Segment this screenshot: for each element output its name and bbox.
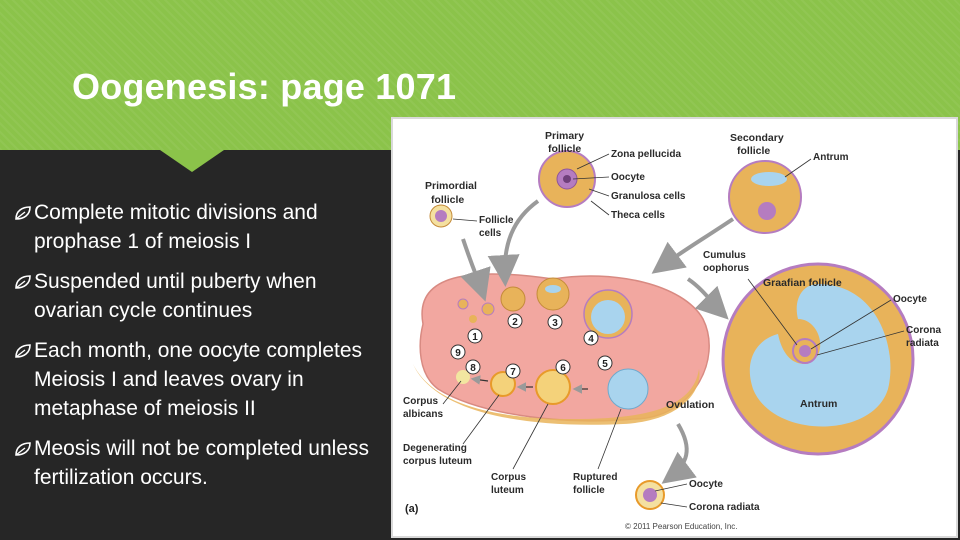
bullet-text: Meosis will not be completed unless fert… xyxy=(34,437,369,489)
svg-text:follicle: follicle xyxy=(548,143,581,155)
secondary-follicle xyxy=(728,160,802,234)
svg-text:Corona radiata: Corona radiata xyxy=(689,502,760,513)
svg-text:(a): (a) xyxy=(405,503,419,515)
small-follicle xyxy=(457,298,469,310)
svg-text:Oocyte: Oocyte xyxy=(611,172,645,183)
svg-text:follicle: follicle xyxy=(573,485,605,496)
svg-text:Corpus: Corpus xyxy=(491,472,526,483)
bullet-text: Suspended until puberty when ovarian cyc… xyxy=(34,270,317,322)
svg-text:Secondary: Secondary xyxy=(730,132,784,144)
leaf-icon xyxy=(15,206,31,220)
bullet-item: Suspended until puberty when ovarian cyc… xyxy=(14,267,384,325)
svg-text:Antrum: Antrum xyxy=(800,398,837,410)
svg-text:2: 2 xyxy=(512,317,518,328)
slide-title: Oogenesis: page 1071 xyxy=(72,66,457,107)
stage-number: 9 xyxy=(450,344,466,360)
svg-text:Primary: Primary xyxy=(545,130,584,142)
bullet-text: Each month, one oocyte completes Meiosis… xyxy=(34,339,363,420)
secondary-follicle-in-ovary xyxy=(536,277,570,311)
svg-text:oophorus: oophorus xyxy=(703,263,750,274)
small-follicle xyxy=(481,302,495,316)
small-follicle xyxy=(469,315,477,323)
svg-text:Graafian follicle: Graafian follicle xyxy=(763,277,842,289)
bullet-text: Complete mitotic divisions and prophase … xyxy=(34,201,318,253)
leaf-icon xyxy=(15,344,31,358)
ruptured-follicle-in-ovary xyxy=(607,368,649,410)
svg-text:Cumulus: Cumulus xyxy=(703,250,746,261)
stage-number: 7 xyxy=(505,363,521,379)
bullet-item: Each month, one oocyte completes Meiosis… xyxy=(14,336,384,423)
stage-number: 1 xyxy=(467,328,483,344)
svg-text:Theca cells: Theca cells xyxy=(611,210,665,221)
svg-text:Granulosa cells: Granulosa cells xyxy=(611,191,686,202)
svg-text:Oocyte: Oocyte xyxy=(689,479,723,490)
stage-number: 3 xyxy=(547,314,563,330)
stage-number: 8 xyxy=(465,359,481,375)
svg-text:corpus luteum: corpus luteum xyxy=(403,456,472,467)
bullet-item: Complete mitotic divisions and prophase … xyxy=(14,198,384,256)
svg-text:Primordial: Primordial xyxy=(425,180,477,192)
stage-number: 6 xyxy=(555,359,571,375)
svg-text:1: 1 xyxy=(472,332,478,343)
svg-text:Corona: Corona xyxy=(906,325,941,336)
corpus-luteum-in-ovary xyxy=(535,369,571,405)
bullet-list: Complete mitotic divisions and prophase … xyxy=(14,198,384,503)
header-notch xyxy=(160,150,224,172)
leaf-icon xyxy=(15,275,31,289)
svg-text:Oocyte: Oocyte xyxy=(893,294,927,305)
svg-text:follicle: follicle xyxy=(431,194,464,206)
stage-number: 4 xyxy=(583,330,599,346)
leaf-icon xyxy=(15,442,31,456)
svg-text:follicle: follicle xyxy=(737,145,770,157)
svg-text:luteum: luteum xyxy=(491,485,524,496)
svg-text:Corpus: Corpus xyxy=(403,396,438,407)
svg-text:Ovulation: Ovulation xyxy=(666,399,714,411)
primary-follicle-in-ovary xyxy=(500,286,526,312)
svg-text:5: 5 xyxy=(602,359,608,370)
bullet-item: Meosis will not be completed unless fert… xyxy=(14,434,384,492)
svg-text:3: 3 xyxy=(552,318,558,329)
svg-text:6: 6 xyxy=(560,363,566,374)
stage-number: 5 xyxy=(597,355,613,371)
svg-text:cells: cells xyxy=(479,228,502,239)
svg-text:7: 7 xyxy=(510,367,516,378)
corpus-luteum-degenerating xyxy=(490,371,516,397)
header-band xyxy=(0,0,960,150)
svg-text:9: 9 xyxy=(455,348,461,359)
ovary-diagram: 1 2 3 4 5 6 7 8 9 Primordial follicle Fo… xyxy=(403,130,941,531)
svg-text:© 2011 Pearson Education, Inc.: © 2011 Pearson Education, Inc. xyxy=(625,522,737,531)
svg-text:Ruptured: Ruptured xyxy=(573,472,617,483)
oogenesis-figure: 1 2 3 4 5 6 7 8 9 Primordial follicle Fo… xyxy=(391,117,958,538)
svg-text:albicans: albicans xyxy=(403,409,443,420)
svg-text:radiata: radiata xyxy=(906,338,939,349)
svg-text:8: 8 xyxy=(470,363,476,374)
stage-number: 2 xyxy=(507,313,523,329)
svg-text:Antrum: Antrum xyxy=(813,152,849,163)
svg-text:Follicle: Follicle xyxy=(479,215,514,226)
svg-text:Zona pellucida: Zona pellucida xyxy=(611,149,681,160)
svg-text:Degenerating: Degenerating xyxy=(403,443,467,454)
corpus-albicans-in-ovary xyxy=(456,370,470,384)
svg-text:4: 4 xyxy=(588,334,594,345)
